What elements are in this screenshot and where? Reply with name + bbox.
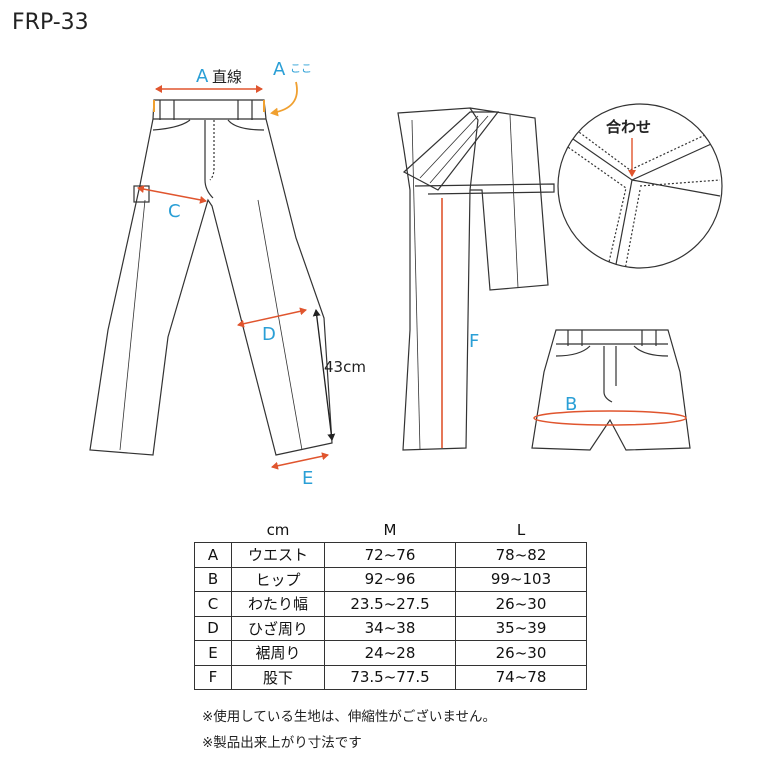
hip-outline [531,329,691,451]
folded-leg-crease [509,114,519,289]
belt-loop-right [237,100,253,120]
label-a-here-letter: A [273,59,286,80]
measure-a: A 直線 A ここ [153,59,312,117]
row-name: ひざ周り [231,615,325,641]
center-crease-left [119,199,146,451]
table-row: B ヒップ 92~96 99~103 [194,566,587,592]
note-fabric: ※使用している生地は、伸縮性がございません。 [202,709,497,725]
row-m: 92~96 [324,566,456,592]
measurement-diagram: A 直線 A ここ C D 43cm E F [89,59,723,489]
table-row: D ひざ周り 34~38 35~39 [194,615,587,641]
header-unit: cm [266,521,290,539]
hip-view-drawing [531,329,691,451]
label-43cm: 43cm [324,358,366,376]
row-m: 72~76 [324,542,456,568]
fly-stitch [209,120,215,181]
row-m: 34~38 [324,615,456,641]
belt-loop-left [159,100,175,120]
row-m: 24~28 [324,640,456,666]
header-l: L [516,521,526,539]
label-f: F [469,331,479,352]
row-m: 23.5~27.5 [324,591,456,617]
side-crease [411,119,421,451]
measure-f: F [441,198,479,448]
header-m: M [383,521,397,539]
row-key: D [194,615,232,641]
table-row: F 股下 73.5~77.5 74~78 [194,664,587,690]
fold-band-lines [419,115,489,184]
row-m: 73.5~77.5 [324,664,456,690]
label-c: C [168,201,181,222]
table-row: C わたり幅 23.5~27.5 26~30 [194,591,587,617]
measure-43cm: 43cm [312,309,366,441]
hip-pockets [555,345,669,357]
row-l: 26~30 [455,640,587,666]
hip-belt-loops [567,330,657,346]
table-row: E 裾周り 24~28 26~30 [194,640,587,666]
row-key: B [194,566,232,592]
label-a: A [196,66,209,87]
row-l: 78~82 [455,542,587,568]
product-code: FRP-33 [12,10,89,35]
row-key: A [194,542,232,568]
waist-band-side [414,183,555,195]
fly-line [204,120,214,199]
row-key: E [194,640,232,666]
row-name: 股下 [231,664,325,690]
label-seam-joint: 合わせ [605,118,651,136]
row-l: 26~30 [455,591,587,617]
label-a-here: ここ [290,62,312,75]
pocket-left [152,119,191,131]
label-a-straight: 直線 [212,68,242,86]
label-b: B [565,394,577,415]
row-key: F [194,664,232,690]
size-table: cm M L A ウエスト 72~76 78~82 B ヒップ 92~96 99… [194,518,587,690]
here-arrow [270,81,298,117]
front-pants-outline [89,99,333,456]
fold-band [402,111,500,191]
measure-b: B [533,394,687,426]
row-name: わたり幅 [231,591,325,617]
folded-leg [469,107,549,291]
seam-zoom-circle: 合わせ [557,103,723,269]
pocket-right [227,119,265,131]
table-row: A ウエスト 72~76 78~82 [194,542,587,568]
measure-d: D [237,307,307,345]
measure-e: E [271,452,329,489]
label-d: D [262,324,276,345]
row-l: 35~39 [455,615,587,641]
hip-fly [603,346,617,403]
note-measurements: ※製品出来上がり寸法です [202,735,362,751]
row-name: 裾周り [231,640,325,666]
side-view-drawing [397,107,555,451]
row-l: 99~103 [455,566,587,592]
row-name: ヒップ [231,566,325,592]
front-pants-drawing [89,99,333,456]
label-e: E [302,468,313,489]
row-l: 74~78 [455,664,587,690]
table-header-row: cm M L [195,518,587,543]
row-key: C [194,591,232,617]
row-name: ウエスト [231,542,325,568]
measure-c: C [137,185,207,222]
